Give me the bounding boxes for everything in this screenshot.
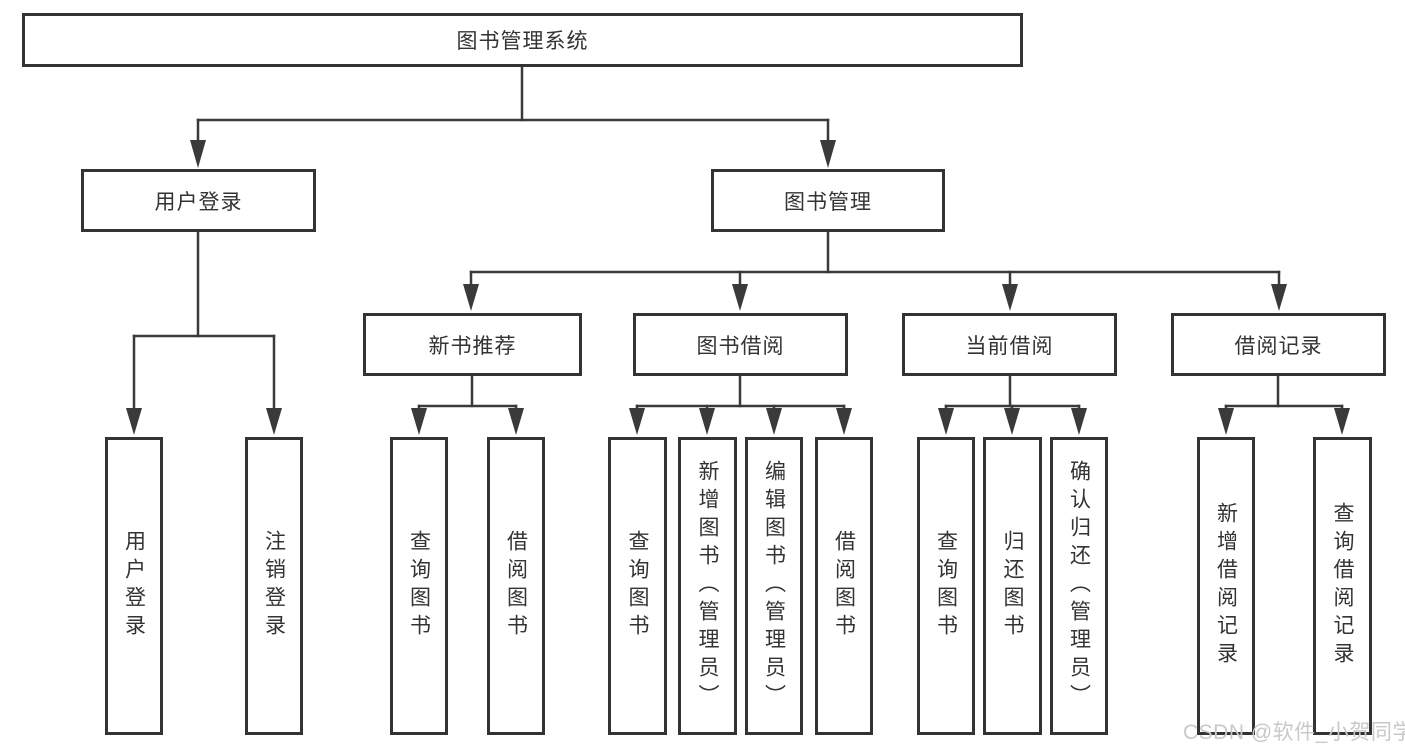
leaf-edit-book-admin: 编辑图书（管理员） xyxy=(745,437,803,735)
leaf-borrow-books-label: 借阅图书 xyxy=(832,530,856,642)
node-book-borrow: 图书借阅 xyxy=(633,313,848,376)
node-user-login: 用户登录 xyxy=(81,169,316,232)
leaf-return-books: 归还图书 xyxy=(983,437,1042,735)
node-book-management-label: 图书管理 xyxy=(784,190,872,214)
leaf-query-books-recommend-label: 查询图书 xyxy=(407,530,431,642)
leaf-add-book-admin: 新增图书（管理员） xyxy=(678,437,737,735)
node-library-system-label: 图书管理系统 xyxy=(456,30,589,53)
leaf-add-borrow-record-label: 新增借阅记录 xyxy=(1214,502,1238,670)
node-book-management: 图书管理 xyxy=(711,169,945,232)
leaf-confirm-return-admin-label: 确认归还（管理员） xyxy=(1067,460,1091,712)
leaf-query-books-recommend: 查询图书 xyxy=(390,437,448,735)
node-new-book-recommend-label: 新书推荐 xyxy=(428,334,517,358)
arrowheads xyxy=(126,140,1350,435)
leaf-add-borrow-record: 新增借阅记录 xyxy=(1197,437,1255,735)
leaf-add-book-admin-label: 新增图书（管理员） xyxy=(696,460,719,712)
leaf-user-login: 用户登录 xyxy=(105,437,163,735)
node-borrow-records-label: 借阅记录 xyxy=(1234,334,1323,358)
csdn-watermark: CSDN @软件_小贺同学 xyxy=(1183,721,1405,744)
node-borrow-records: 借阅记录 xyxy=(1171,313,1386,376)
leaf-query-books-borrow-label: 查询图书 xyxy=(626,530,649,642)
leaf-confirm-return-admin: 确认归还（管理员） xyxy=(1050,437,1108,735)
leaf-user-login-label: 用户登录 xyxy=(122,530,146,642)
node-current-borrow: 当前借阅 xyxy=(902,313,1117,376)
leaf-logout-label: 注销登录 xyxy=(262,530,286,642)
leaf-query-books-borrow: 查询图书 xyxy=(608,437,667,735)
leaf-query-borrow-record-label: 查询借阅记录 xyxy=(1331,502,1354,670)
node-library-system: 图书管理系统 xyxy=(22,13,1023,67)
node-book-borrow-label: 图书借阅 xyxy=(696,334,785,358)
leaf-query-books-current-label: 查询图书 xyxy=(934,530,958,642)
leaf-edit-book-admin-label: 编辑图书（管理员） xyxy=(762,460,786,712)
leaf-borrow-books-recommend: 借阅图书 xyxy=(487,437,545,735)
leaf-query-books-current: 查询图书 xyxy=(917,437,975,735)
leaf-borrow-books-recommend-label: 借阅图书 xyxy=(504,530,528,642)
node-user-login-label: 用户登录 xyxy=(154,190,243,214)
leaf-return-books-label: 归还图书 xyxy=(1001,530,1024,642)
node-new-book-recommend: 新书推荐 xyxy=(363,313,582,376)
leaf-borrow-books: 借阅图书 xyxy=(815,437,873,735)
leaf-query-borrow-record: 查询借阅记录 xyxy=(1313,437,1372,735)
leaf-logout: 注销登录 xyxy=(245,437,303,735)
node-current-borrow-label: 当前借阅 xyxy=(965,334,1054,358)
